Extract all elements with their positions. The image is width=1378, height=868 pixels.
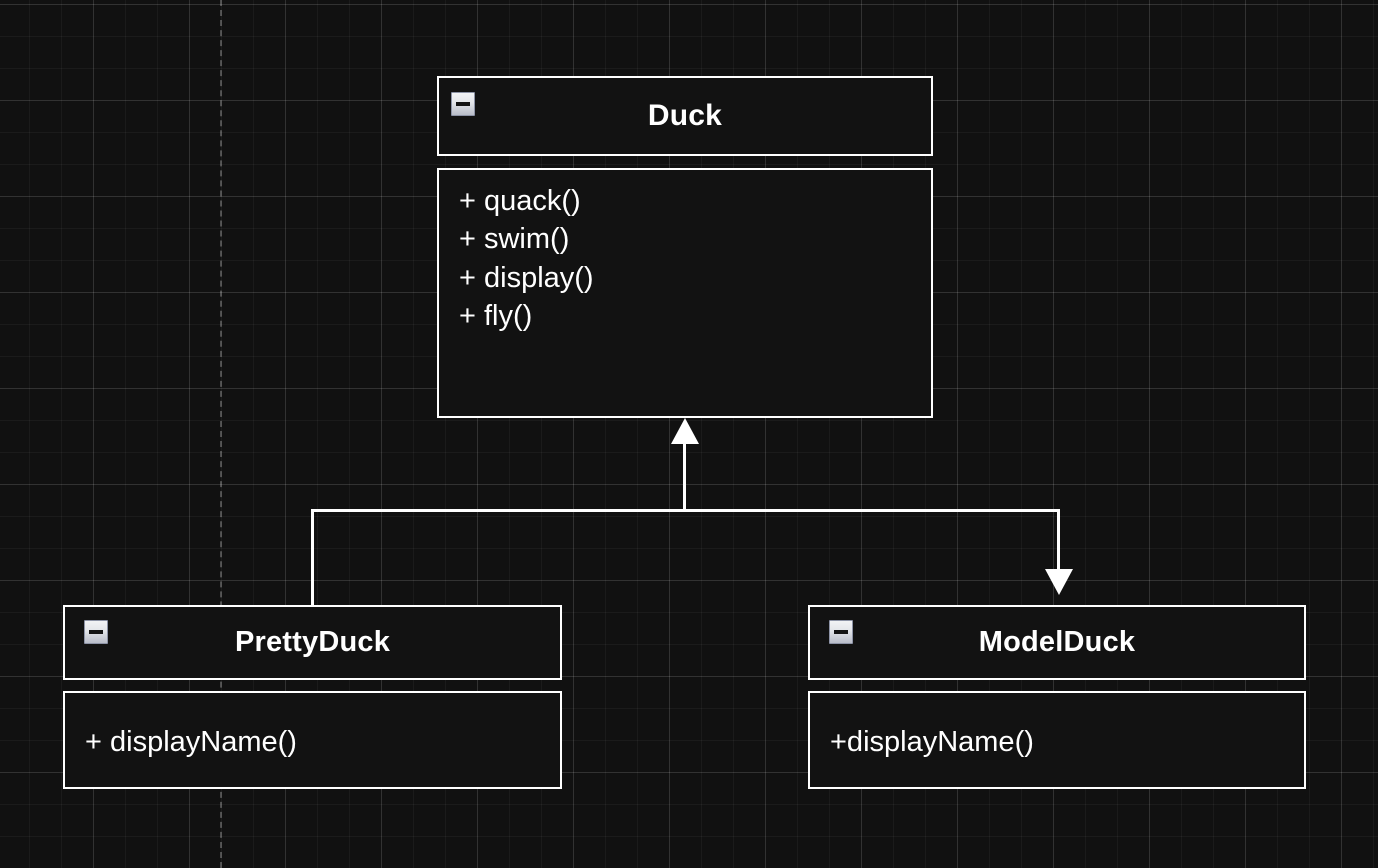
class-method: + quack() — [459, 185, 581, 217]
class-header-duck[interactable]: Duck — [437, 76, 933, 156]
class-body-modelduck[interactable]: +displayName() — [808, 691, 1306, 789]
class-body-duck[interactable]: + quack() + swim() + display() + fly() — [437, 168, 933, 418]
minus-icon[interactable] — [829, 620, 853, 644]
uml-class-modelduck[interactable]: ModelDuck +displayName() — [808, 605, 1306, 789]
class-header-prettyduck[interactable]: PrettyDuck — [63, 605, 562, 680]
uml-class-prettyduck[interactable]: PrettyDuck + displayName() — [63, 605, 562, 789]
generalization-arrowhead-modelduck — [1045, 569, 1073, 595]
class-name-prettyduck: PrettyDuck — [234, 626, 391, 658]
minus-icon-bar — [456, 102, 470, 106]
connector-modelduck-drop[interactable] — [1057, 509, 1060, 577]
class-method: + fly() — [459, 299, 533, 332]
connector-duck-stem[interactable] — [683, 443, 686, 512]
connector-junction-bar[interactable] — [311, 509, 1060, 512]
class-name-duck: Duck — [647, 99, 723, 132]
minus-icon[interactable] — [451, 92, 475, 116]
connector-prettyduck-drop[interactable] — [311, 509, 314, 607]
class-method: + displayName() — [85, 726, 297, 758]
class-header-modelduck[interactable]: ModelDuck — [808, 605, 1306, 680]
minus-icon[interactable] — [84, 620, 108, 644]
class-body-prettyduck[interactable]: + displayName() — [63, 691, 562, 789]
class-method: + display() — [459, 261, 594, 294]
class-method: +displayName() — [830, 726, 1034, 758]
minus-icon-bar — [834, 630, 848, 634]
alignment-guide-vertical — [220, 0, 222, 868]
generalization-arrowhead-duck — [671, 418, 699, 444]
class-method: + swim() — [459, 223, 570, 256]
uml-class-duck[interactable]: Duck + quack() + swim() + display() + fl… — [437, 76, 933, 418]
class-name-modelduck: ModelDuck — [978, 626, 1136, 658]
minus-icon-bar — [89, 630, 103, 634]
